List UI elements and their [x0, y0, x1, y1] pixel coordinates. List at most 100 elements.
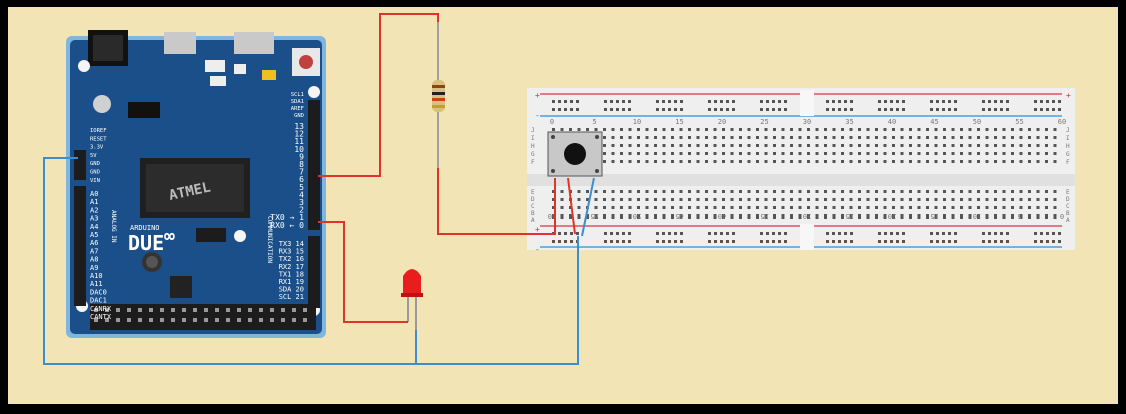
- breadboard-hole: [552, 214, 555, 217]
- breadboard-hole: [883, 206, 887, 209]
- rail-hole: [662, 240, 665, 243]
- breadboard-hole: [943, 214, 946, 217]
- rail-hole: [708, 100, 711, 103]
- breadboard-hole: [832, 152, 836, 155]
- breadboard-hole: [679, 128, 683, 131]
- breadboard-hole: [688, 128, 691, 131]
- breadboard-hole: [807, 160, 810, 163]
- breadboard-hole: [722, 190, 725, 193]
- breadboard-hole: [790, 152, 793, 155]
- rail-hole: [982, 232, 985, 235]
- rail-hole: [1052, 108, 1055, 111]
- breadboard-hole: [807, 206, 810, 209]
- breadboard-hole: [900, 136, 904, 139]
- breadboard-hole: [849, 152, 853, 155]
- breadboard-hole: [883, 216, 887, 219]
- power-pin-label: IOREF: [90, 128, 107, 134]
- breadboard-hole: [1028, 160, 1031, 163]
- breadboard-hole: [679, 160, 683, 163]
- rail-plus-label: +: [535, 91, 540, 100]
- crystal-oscillator: [93, 95, 111, 113]
- breadboard-hole: [1053, 216, 1057, 219]
- breadboard-hole: [926, 216, 929, 219]
- breadboard-hole: [858, 128, 861, 131]
- breadboard-hole: [577, 198, 581, 201]
- breadboard-hole: [739, 152, 742, 155]
- breadboard-hole: [679, 136, 683, 139]
- breadboard-hole: [560, 190, 564, 193]
- breadboard-hole: [807, 144, 810, 147]
- header-pin: [160, 308, 164, 312]
- mounting-hole: [78, 60, 90, 72]
- breadboard-hole: [713, 144, 717, 147]
- rail-hole: [622, 108, 625, 111]
- breadboard-hole: [611, 206, 615, 209]
- rail-hole: [1006, 108, 1009, 111]
- header-pin: [281, 308, 285, 312]
- rail-hole: [668, 232, 671, 235]
- rail-hole: [552, 108, 555, 111]
- wire-button-to-ground: [581, 177, 595, 237]
- header-pin: [226, 308, 230, 312]
- breadboard-hole: [926, 214, 929, 217]
- breadboard-hole: [645, 144, 649, 147]
- rail-hole: [1052, 232, 1055, 235]
- breadboard-hole: [1019, 190, 1023, 193]
- breadboard-hole: [577, 190, 581, 193]
- breadboard-hole: [1002, 206, 1006, 209]
- breadboard-hole: [875, 136, 878, 139]
- breadboard-hole: [637, 214, 640, 217]
- rail-hole: [732, 240, 735, 243]
- row-letter: H: [531, 143, 535, 150]
- rail-hole: [628, 232, 631, 235]
- column-number: 50: [973, 118, 981, 126]
- rail-hole: [838, 100, 841, 103]
- breadboard-hole: [943, 152, 946, 155]
- column-number: 25: [760, 118, 768, 126]
- breadboard-hole: [985, 144, 989, 147]
- breadboard-hole: [603, 214, 606, 217]
- breadboard-hole: [849, 144, 853, 147]
- rail-hole: [680, 232, 683, 235]
- column-number: 35: [845, 118, 853, 126]
- power-header: [74, 150, 86, 180]
- rail-hole: [628, 240, 631, 243]
- rail-hole: [576, 100, 579, 103]
- rail-hole: [884, 240, 887, 243]
- breadboard-hole: [620, 152, 623, 155]
- breadboard-hole: [654, 190, 657, 193]
- breadboard-hole: [1045, 190, 1048, 193]
- rail-hole: [732, 108, 735, 111]
- breadboard-hole: [713, 136, 717, 139]
- breadboard-hole: [832, 198, 836, 201]
- red-led: [401, 269, 423, 330]
- breadboard-hole: [569, 128, 572, 131]
- rail-hole: [930, 240, 933, 243]
- breadboard-hole: [756, 206, 759, 209]
- breadboard-hole: [620, 160, 623, 163]
- rail-hole: [708, 232, 711, 235]
- rail-plus-label: +: [535, 225, 540, 234]
- breadboard-hole: [722, 206, 725, 209]
- breadboard-hole: [917, 144, 921, 147]
- rail-hole: [766, 240, 769, 243]
- rail-hole: [656, 100, 659, 103]
- breadboard-hole: [730, 152, 734, 155]
- header-pin: [248, 318, 252, 322]
- rail-hole: [564, 232, 567, 235]
- row-letter: D: [1066, 196, 1070, 203]
- breadboard-hole: [1028, 152, 1031, 155]
- rail-hole: [680, 100, 683, 103]
- breadboard-hole: [824, 152, 827, 155]
- breadboard-hole: [603, 136, 606, 139]
- breadboard-hole: [960, 216, 963, 219]
- breadboard-hole: [747, 144, 751, 147]
- rail-hole: [558, 108, 561, 111]
- column-number: 55: [590, 212, 598, 220]
- rail-hole: [1040, 232, 1043, 235]
- resistor: [432, 20, 445, 170]
- breadboard-hole: [900, 206, 904, 209]
- rail-hole: [988, 100, 991, 103]
- breadboard-hole: [781, 198, 785, 201]
